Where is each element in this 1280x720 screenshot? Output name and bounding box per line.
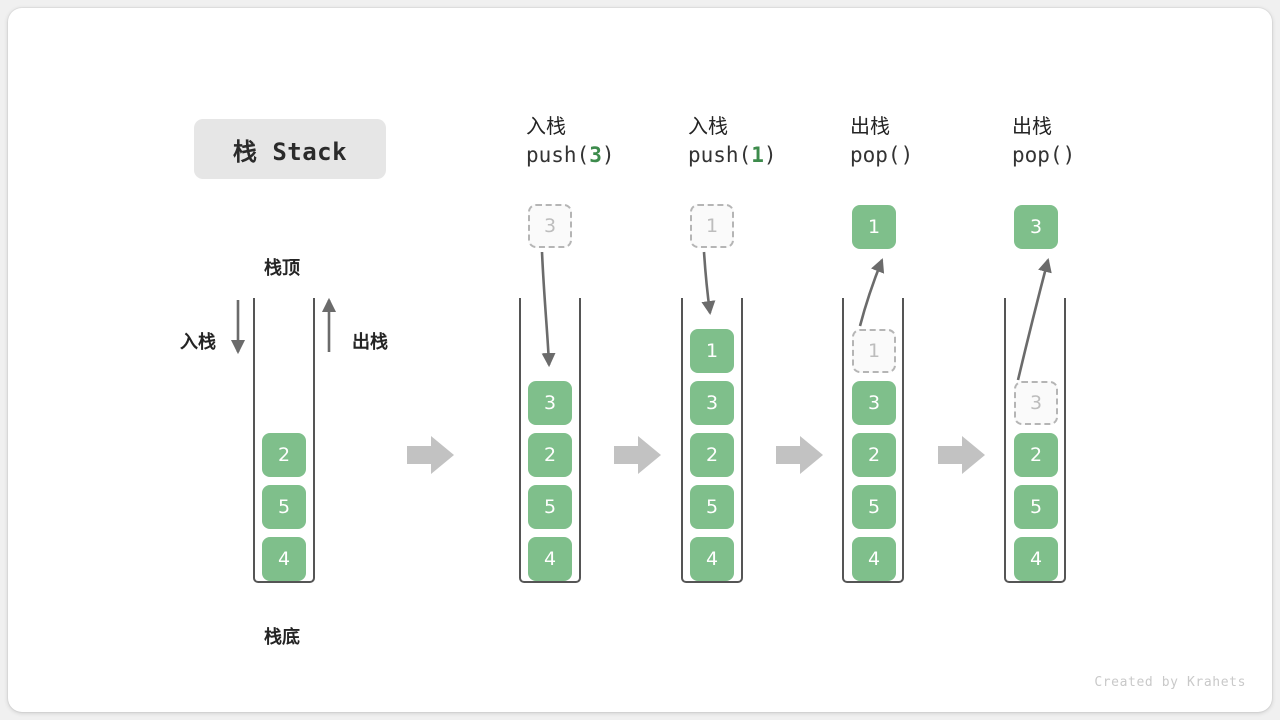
stack-cell: 4 bbox=[852, 537, 896, 581]
column-header-pop-1: 出栈 pop() bbox=[850, 113, 1020, 171]
column-header-fn: pop() bbox=[850, 139, 1020, 171]
column-header-fn: pop() bbox=[1012, 139, 1182, 171]
fn-prefix: push( bbox=[526, 143, 590, 167]
stack-cell: 2 bbox=[528, 433, 572, 477]
stack-cell: 3 bbox=[690, 381, 734, 425]
step-arrow bbox=[938, 436, 985, 474]
stack-cell: 2 bbox=[262, 433, 306, 477]
stack-bottom-label: 栈底 bbox=[264, 627, 300, 648]
credit-text: Created by Krahets bbox=[1094, 675, 1246, 690]
fn-suffix: ) bbox=[900, 143, 914, 167]
stack-cell: 5 bbox=[1014, 485, 1058, 529]
stack-cell: 3 bbox=[528, 381, 572, 425]
fn-prefix: pop( bbox=[1012, 143, 1063, 167]
stack-cell: 5 bbox=[852, 485, 896, 529]
column-header-zh: 出栈 bbox=[1012, 114, 1052, 138]
outgoing-cell: 1 bbox=[852, 205, 896, 249]
stack-cell: 5 bbox=[262, 485, 306, 529]
stack-vessel-push-1 bbox=[681, 298, 743, 583]
fn-prefix: push( bbox=[688, 143, 752, 167]
step-arrow bbox=[407, 436, 454, 474]
incoming-ghost-cell: 1 bbox=[690, 204, 734, 248]
stack-cell: 4 bbox=[690, 537, 734, 581]
fn-arg: 1 bbox=[751, 143, 764, 167]
stack-top-label: 栈顶 bbox=[264, 258, 300, 279]
column-header-push-3: 入栈 push(3) bbox=[526, 113, 696, 171]
stack-vessel-pop-1 bbox=[842, 298, 904, 583]
stack-cell: 2 bbox=[1014, 433, 1058, 477]
column-header-zh: 入栈 bbox=[526, 114, 566, 138]
stack-cell: 5 bbox=[690, 485, 734, 529]
step-arrow bbox=[614, 436, 661, 474]
title-badge-label: 栈 Stack bbox=[232, 137, 348, 166]
stack-cell: 1 bbox=[690, 329, 734, 373]
incoming-ghost-cell: 3 bbox=[528, 204, 572, 248]
stack-cell: 4 bbox=[262, 537, 306, 581]
stack-vessel-push-3 bbox=[519, 298, 581, 583]
removed-ghost-cell: 3 bbox=[1014, 381, 1058, 425]
column-header-zh: 出栈 bbox=[850, 114, 890, 138]
step-arrow bbox=[776, 436, 823, 474]
stack-cell: 4 bbox=[528, 537, 572, 581]
title-badge: 栈 Stack bbox=[194, 119, 386, 179]
column-header-push-1: 入栈 push(1) bbox=[688, 113, 858, 171]
fn-suffix: ) bbox=[1062, 143, 1076, 167]
push-direction-label: 入栈 bbox=[180, 332, 216, 353]
fn-suffix: ) bbox=[601, 143, 615, 167]
stack-cell: 3 bbox=[852, 381, 896, 425]
fn-arg: 3 bbox=[589, 143, 602, 167]
stack-cell: 4 bbox=[1014, 537, 1058, 581]
column-header-pop-3: 出栈 pop() bbox=[1012, 113, 1182, 171]
column-header-fn: push(3) bbox=[526, 139, 696, 171]
stack-vessel-pop-3 bbox=[1004, 298, 1066, 583]
stack-cell: 2 bbox=[852, 433, 896, 477]
outgoing-cell: 3 bbox=[1014, 205, 1058, 249]
column-header-fn: push(1) bbox=[688, 139, 858, 171]
column-header-zh: 入栈 bbox=[688, 114, 728, 138]
removed-ghost-cell: 1 bbox=[852, 329, 896, 373]
fn-prefix: pop( bbox=[850, 143, 901, 167]
stack-cell: 2 bbox=[690, 433, 734, 477]
stack-cell: 5 bbox=[528, 485, 572, 529]
diagram-card: 栈 Stack 栈顶 栈底 入栈 出栈 入栈 push(3) 入栈 push(1… bbox=[8, 8, 1272, 712]
stack-vessel-initial bbox=[253, 298, 315, 583]
fn-suffix: ) bbox=[763, 143, 777, 167]
pop-direction-label: 出栈 bbox=[352, 332, 388, 353]
